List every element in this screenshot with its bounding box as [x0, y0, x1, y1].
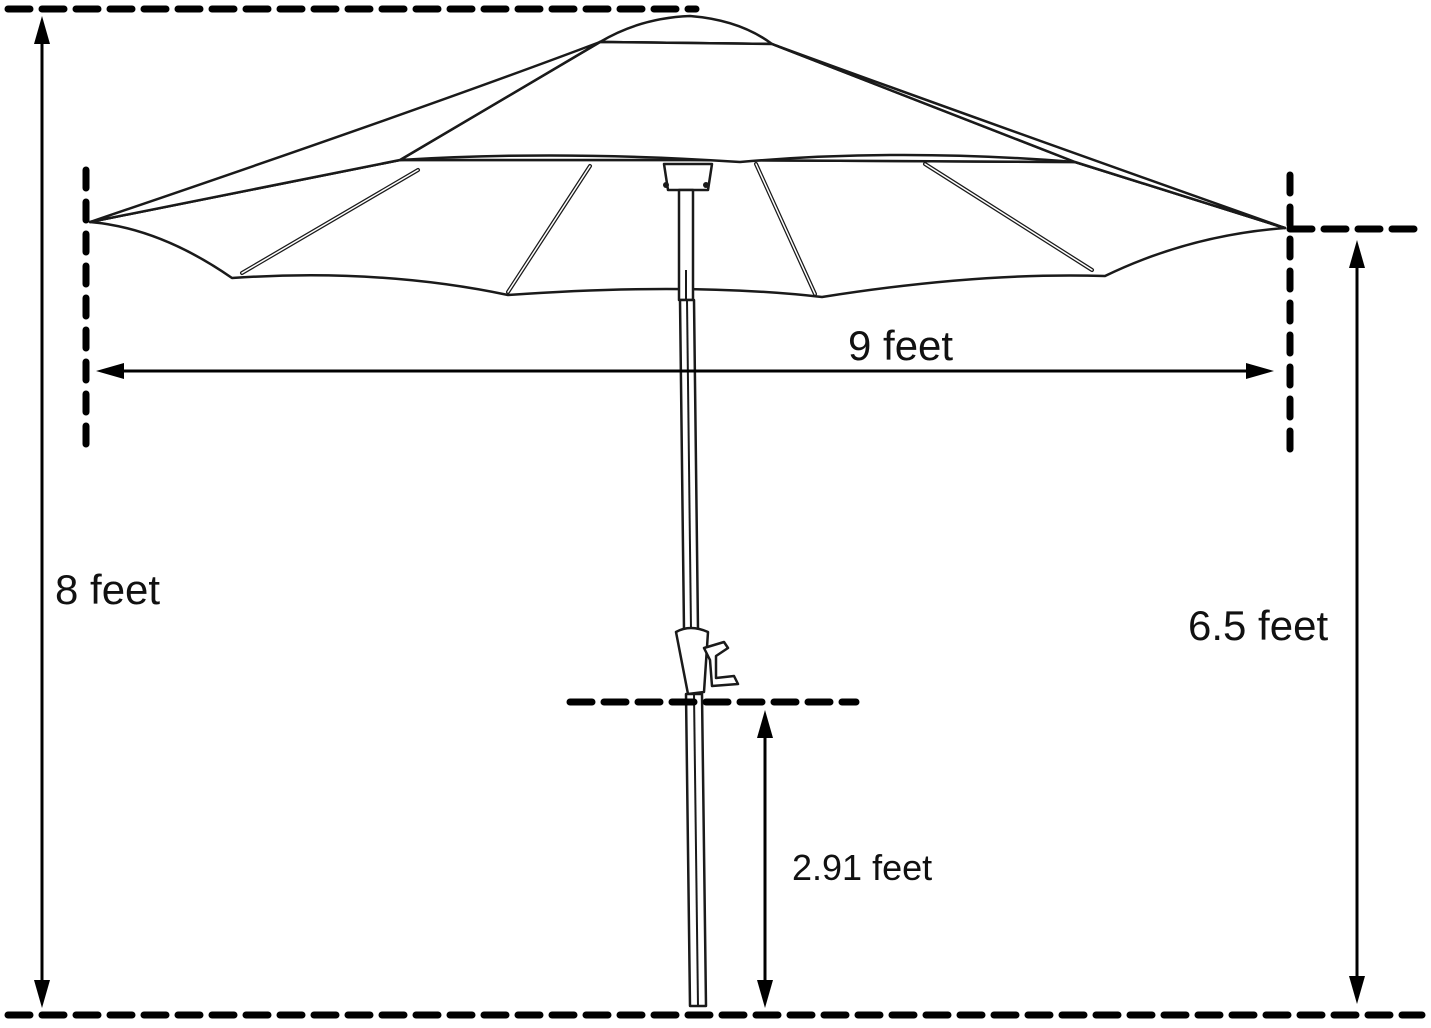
- canopy-right-panel: [770, 42, 1287, 230]
- clearance-height-arrowhead-bottom: [1349, 976, 1365, 1004]
- total-height-arrowhead-bottom: [34, 980, 50, 1008]
- canopy-width-label: 9 feet: [848, 322, 953, 369]
- canopy-left-panel: [88, 40, 602, 224]
- rib-1-inner: [241, 169, 419, 274]
- clearance-height-label: 6.5 feet: [1188, 602, 1328, 649]
- dimension-arrows: [34, 16, 1365, 1008]
- hub-pin-left: [663, 182, 669, 188]
- hub-pin-right: [703, 182, 709, 188]
- total-height-label: 8 feet: [55, 566, 160, 613]
- canopy-center-panel: [398, 40, 1077, 164]
- reference-lines: [4, 5, 1426, 1019]
- crank-handle-icon: [702, 640, 740, 688]
- rib-4-inner: [924, 163, 1093, 271]
- canopy-width-arrowhead-left: [96, 363, 124, 379]
- crank-height-arrowhead-bottom: [757, 980, 773, 1008]
- middle-pole-seam: [686, 299, 692, 631]
- rib-hub: [662, 162, 714, 192]
- clearance-height-arrowhead-top: [1349, 240, 1365, 268]
- crank-housing: [674, 626, 710, 696]
- umbrella-illustration: [88, 14, 1287, 1008]
- canopy-vent-cap: [598, 14, 774, 46]
- canopy-width-arrowhead-right: [1246, 363, 1274, 379]
- dimension-labels: 8 feet 9 feet 6.5 feet 2.91 feet: [55, 322, 1328, 888]
- rib-2-inner: [507, 165, 591, 293]
- crank-height-arrowhead-top: [757, 710, 773, 738]
- crank-height-label: 2.91 feet: [792, 847, 932, 888]
- lower-pole-seam: [693, 693, 699, 1007]
- total-height-arrowhead-top: [34, 16, 50, 44]
- rib-3-inner: [755, 163, 816, 295]
